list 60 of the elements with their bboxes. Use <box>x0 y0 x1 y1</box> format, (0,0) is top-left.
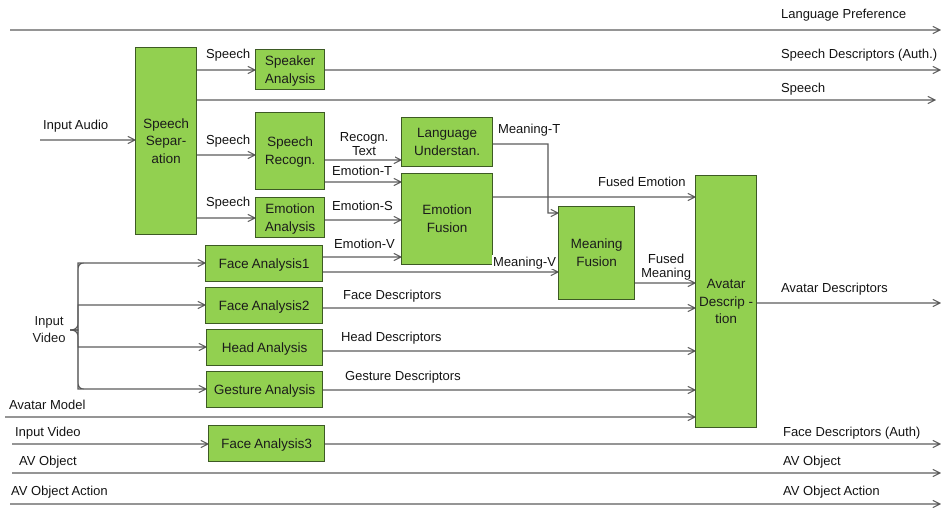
signal-label: AV Object <box>782 454 842 468</box>
edge-label: Meaning-V <box>492 255 557 269</box>
edge-label: Face Descriptors (Auth) <box>782 425 922 439</box>
edge-label: Face Descriptors <box>342 288 442 302</box>
edge-label: Speech <box>205 133 252 147</box>
process-box: Face Analysis1 <box>205 245 323 282</box>
process-box: Emotion Analysis <box>255 197 325 238</box>
process-box: Emotion Fusion <box>401 173 493 265</box>
arrow <box>323 304 696 312</box>
arrow <box>493 192 696 202</box>
edge-label: Speech <box>205 47 252 61</box>
arrow <box>325 440 941 448</box>
arrow <box>323 346 696 356</box>
edge-label: Speech <box>780 81 826 95</box>
signal-label: AV Object Action <box>782 484 881 498</box>
arrow <box>40 136 136 144</box>
arrow <box>323 252 402 262</box>
arrow <box>325 178 402 186</box>
arrow <box>12 440 209 448</box>
arrow <box>325 156 402 164</box>
arrow <box>197 214 256 222</box>
arrow <box>757 298 941 308</box>
arrow <box>325 216 402 224</box>
edge-label: Speech <box>205 195 252 209</box>
process-box: Speech Recogn. <box>255 112 325 190</box>
arrow <box>197 66 256 74</box>
signal-label: AV Object Action <box>10 484 109 498</box>
process-box: Speech Separ- ation <box>135 47 197 235</box>
signal-label: Language Preference <box>780 7 908 21</box>
arrow <box>197 96 936 104</box>
process-box: Face Analysis3 <box>208 425 325 462</box>
input-label: Input Video <box>28 310 70 350</box>
edge-label: Avatar Model <box>8 398 86 412</box>
edge-label: Avatar Descriptors <box>780 281 889 295</box>
process-box: Meaning Fusion <box>558 206 635 300</box>
edge-label: Input Audio <box>42 118 110 132</box>
arrow <box>323 268 559 276</box>
edge-label: Fused Emotion <box>597 175 686 189</box>
edge-label: Speech Descriptors (Auth.) <box>780 47 938 61</box>
edge-label: Emotion-T <box>331 164 393 178</box>
edge-label: Head Descriptors <box>340 330 442 344</box>
process-box: Speaker Analysis <box>255 49 325 90</box>
edge-label: Input Video <box>14 425 82 439</box>
arrow <box>323 386 696 394</box>
edge-label: Gesture Descriptors <box>344 369 462 383</box>
arrow <box>635 278 696 288</box>
edge-label: Emotion-S <box>331 199 394 213</box>
process-box: Head Analysis <box>206 329 323 366</box>
signal-label: AV Object <box>18 454 78 468</box>
arrow <box>493 143 559 218</box>
process-box: Face Analysis2 <box>205 287 323 324</box>
process-box: Language Understan. <box>401 117 493 167</box>
arrow <box>70 329 207 394</box>
process-box: Gesture Analysis <box>206 371 323 408</box>
process-box: Avatar Descrip -tion <box>695 175 757 428</box>
arrow <box>325 66 941 74</box>
arrow <box>197 150 256 160</box>
edge-label: Meaning-T <box>497 122 562 136</box>
arrow <box>5 412 696 422</box>
edge-label: Emotion-V <box>333 237 396 251</box>
